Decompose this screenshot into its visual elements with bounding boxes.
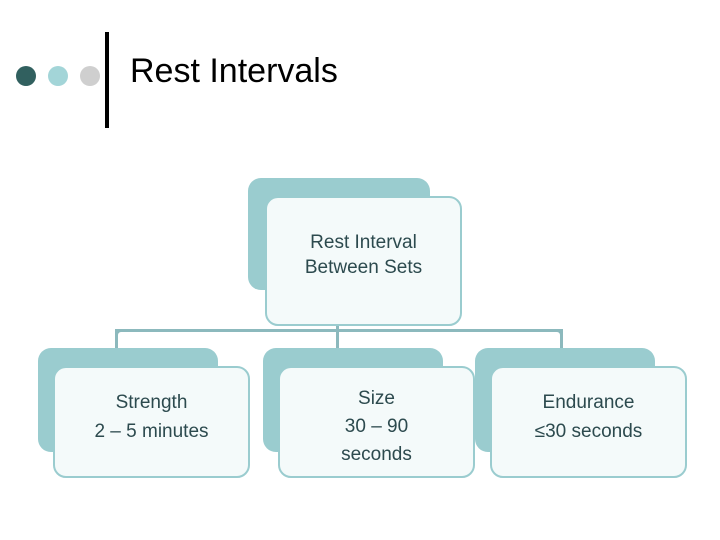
decorative-dot-light-teal-icon bbox=[48, 66, 68, 86]
connector-drop-size bbox=[336, 330, 339, 350]
diagram-node-endurance[interactable]: Endurance ≤30 seconds bbox=[475, 348, 687, 478]
diagram-node-strength[interactable]: Strength 2 – 5 minutes bbox=[38, 348, 250, 478]
decorative-dot-dark-teal-icon bbox=[16, 66, 36, 86]
connector-elbow-left bbox=[115, 329, 127, 341]
node-card: Endurance ≤30 seconds bbox=[490, 366, 687, 478]
node-text-line: 30 – 90 bbox=[344, 416, 409, 437]
title-divider-rule bbox=[105, 32, 109, 128]
node-card: Rest Interval Between Sets bbox=[265, 196, 462, 326]
connector-horizontal-bus bbox=[115, 329, 563, 332]
node-text-line: Strength bbox=[115, 392, 188, 413]
node-text-line: 2 – 5 minutes bbox=[94, 421, 209, 442]
node-text-line: seconds bbox=[341, 444, 412, 465]
diagram-node-size[interactable]: Size 30 – 90 seconds bbox=[263, 348, 475, 478]
node-text-line: ≤30 seconds bbox=[534, 421, 643, 442]
connector-elbow-right bbox=[551, 329, 563, 341]
page-title: Rest Intervals bbox=[130, 52, 338, 90]
node-text-line: Rest Interval bbox=[310, 232, 417, 253]
decorative-dot-gray-icon bbox=[80, 66, 100, 86]
node-text-line: Between Sets bbox=[304, 257, 423, 278]
node-text-line: Size bbox=[358, 388, 395, 409]
diagram-node-rest-interval-between-sets[interactable]: Rest Interval Between Sets bbox=[248, 178, 462, 326]
title-area: Rest Intervals bbox=[0, 0, 720, 150]
node-card: Size 30 – 90 seconds bbox=[278, 366, 475, 478]
node-text-line: Endurance bbox=[542, 392, 635, 413]
node-card: Strength 2 – 5 minutes bbox=[53, 366, 250, 478]
